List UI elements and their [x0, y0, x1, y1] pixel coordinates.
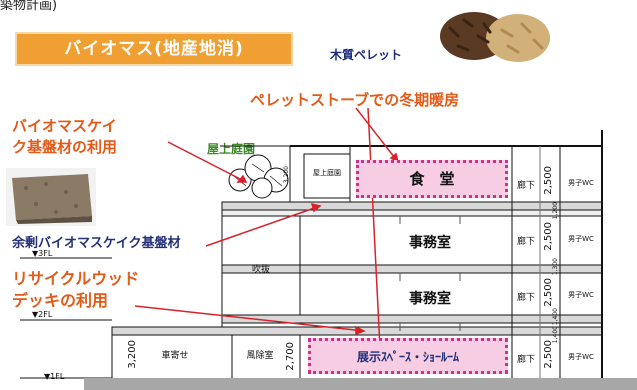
biomass-cake-line1: バイオマスケイ [12, 117, 117, 135]
banner-title: バイオマス(地産地消) [64, 39, 244, 59]
corridor-label: 廊下 [516, 355, 535, 365]
pellet-photo [440, 12, 550, 62]
corridor-label: 廊下 [516, 293, 535, 303]
roof-height-dimension: 3,200 [283, 166, 290, 184]
showroom-label: 展示ｽﾍﾟｰｽ・ｼｮｰﾙｰﾑ [356, 350, 459, 364]
atrium-label: 吹抜 [251, 265, 270, 275]
slab-dimension: 1,300 [552, 258, 559, 276]
biomass-cake-photo [6, 168, 96, 226]
wc-label: 男子WC [568, 291, 594, 299]
corridor-label: 廊下 [516, 237, 535, 247]
wc-label: 男子WC [568, 179, 594, 187]
entry-height-dimension: 2,700 [285, 342, 296, 371]
recycle-line2: デッキの利用 [12, 291, 109, 310]
wc-label: 男子WC [568, 235, 594, 243]
roof-garden-room-label: 屋上庭園 [313, 169, 341, 177]
wc-label: 男子WC [568, 353, 594, 361]
corridor-label: 廊下 [516, 181, 535, 191]
office-upper-label: 事務室 [409, 235, 451, 251]
stove-label: ペレットストーブでの冬期暖房 [250, 91, 460, 109]
office-lower-label: 事務室 [409, 291, 451, 307]
windbreak-room-label: 風除室 [246, 351, 274, 361]
floor-marker-2f: ▼2FL [32, 310, 53, 319]
recycle-line1: リサイクルウッド [12, 269, 140, 288]
floor-marker-3f: ▼3FL [32, 249, 53, 258]
slab-dimension: 1,400 [552, 308, 559, 326]
carport-label: 車寄せ [161, 351, 189, 361]
floor-height-dimension: 2,500 [543, 166, 554, 195]
slab-dimension: 1,400 [552, 326, 559, 344]
slab-dimension: 1,200 [552, 202, 559, 220]
floor-marker-1f: ▼1FL [44, 372, 65, 381]
biomass-cake-line2: ク基盤材の利用 [12, 138, 118, 156]
showroom-highlight [308, 338, 508, 374]
left-height-dimension: 3,200 [127, 340, 138, 369]
dining-room-label: 食 堂 [409, 170, 455, 188]
floor-height-dimension: 2,500 [543, 278, 554, 307]
surplus-cake-label: 余剰バイオマスケイク基盤材 [12, 236, 181, 251]
floor-height-dimension: 2,500 [543, 222, 554, 251]
header-fragment: 築物計画) [0, 0, 58, 13]
ground-bar [84, 378, 637, 390]
pellet-label: 木質ペレット [330, 48, 403, 62]
floor-height-dimension: 2,500 [543, 340, 554, 369]
banner-background [15, 32, 293, 66]
dining-highlight [356, 160, 508, 198]
